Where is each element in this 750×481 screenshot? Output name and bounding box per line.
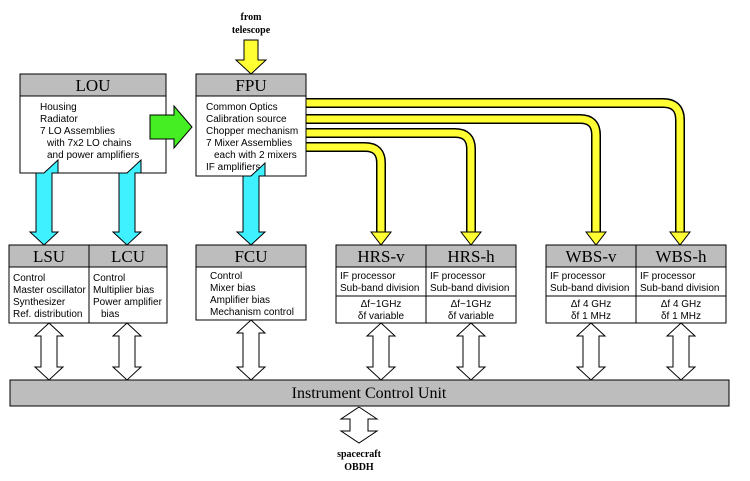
telescope-label-line1: from	[241, 12, 263, 23]
lou-line: Radiator	[40, 114, 78, 125]
wbs-h-icu-link-arrow	[665, 322, 697, 381]
hrs-v-spec: δf variable	[358, 311, 405, 322]
lcu-line: bias	[101, 309, 119, 320]
fcu-title: FCU	[234, 247, 267, 266]
hrs-v-line: IF processor	[340, 271, 396, 282]
fcu-block: FCU Control Mixer bias Amplifier bias Me…	[195, 244, 307, 321]
fpu-title: FPU	[235, 76, 266, 95]
if-pipe-head-hrs-v	[369, 231, 393, 246]
control-links	[28, 158, 267, 246]
hrs-v-block: HRS-v IF processor Sub-band division Δf~…	[335, 244, 427, 324]
hrs-h-spec: Δf~1GHz	[451, 299, 492, 310]
fpu-line: 7 Mixer Assemblies	[206, 138, 292, 149]
telescope-input: from telescope	[232, 12, 271, 75]
lou-line: Housing	[40, 102, 77, 113]
if-pipe-head-wbs-h	[668, 231, 692, 246]
hrs-v-line: Sub-band division	[340, 283, 420, 294]
fpu-line: Calibration source	[206, 114, 287, 125]
wbs-v-spec: δf 1 MHz	[571, 311, 611, 322]
wbs-h-line: IF processor	[640, 271, 696, 282]
wbs-h-line: Sub-band division	[640, 283, 720, 294]
hrs-h-icu-link-arrow	[455, 322, 487, 381]
fpu-header	[195, 73, 307, 97]
lsu-line: Ref. distribution	[13, 309, 82, 320]
icu-links	[33, 319, 697, 381]
lou-title: LOU	[76, 76, 111, 95]
fpu-block: FPU Common Optics Calibration source Cho…	[195, 73, 307, 177]
if-signal-pipes	[306, 98, 692, 246]
hrs-h-line: Sub-band division	[430, 283, 510, 294]
hrs-h-line: IF processor	[430, 271, 486, 282]
fcu-icu-link-arrow	[235, 319, 267, 381]
lou-line: 7 LO Assemblies	[40, 126, 115, 137]
lcu-icu-link-arrow	[111, 322, 143, 381]
wbs-v-line: IF processor	[550, 271, 606, 282]
lou-line: with 7x2 LO chains	[46, 138, 132, 149]
wbs-v-icu-link-arrow	[575, 322, 607, 381]
lsu-block: LSU Control Master oscillator Synthesize…	[8, 244, 90, 324]
fpu-line: IF amplifiers	[206, 162, 260, 173]
if-pipe-to-hrs-h-fill	[306, 129, 475, 234]
wbs-v-title: WBS-v	[566, 247, 618, 266]
lcu-lou-link-arrow	[111, 158, 143, 246]
lsu-title: LSU	[33, 247, 65, 266]
fpu-line: Chopper mechanism	[206, 126, 298, 137]
hrs-v-title: HRS-v	[357, 247, 405, 266]
fcu-line: Amplifier bias	[210, 295, 270, 306]
lsu-icu-link-arrow	[33, 322, 65, 381]
lcu-block: LCU Control Multiplier bias Power amplif…	[88, 244, 168, 324]
hrs-h-title: HRS-h	[447, 247, 495, 266]
fcu-line: Mixer bias	[210, 283, 256, 294]
lsu-line: Control	[13, 273, 45, 284]
spacecraft-link: spacecraft OBDH	[335, 406, 383, 473]
wbs-h-spec: Δf 4 GHz	[661, 299, 702, 310]
fcu-line: Control	[210, 271, 242, 282]
lsu-line: Synthesizer	[13, 297, 66, 308]
hrs-v-icu-link-arrow	[365, 322, 397, 381]
lcu-line: Control	[93, 273, 125, 284]
wbs-h-title: WBS-h	[656, 247, 708, 266]
telescope-label-line2: telescope	[232, 25, 271, 36]
if-pipe-to-wbs-v-fill	[306, 115, 600, 234]
lou-line: and power amplifiers	[47, 150, 139, 161]
lou-block: LOU Housing Radiator 7 LO Assemblies wit…	[19, 73, 167, 174]
hrs-v-spec: Δf~1GHz	[361, 299, 402, 310]
fcu-line: Mechanism control	[210, 307, 294, 318]
spacecraft-label-line2: OBDH	[344, 462, 374, 473]
hrs-h-spec: δf variable	[448, 311, 495, 322]
lsu-line: Master oscillator	[13, 285, 86, 296]
if-pipe-to-wbs-h-fill	[306, 99, 684, 234]
icu-block: Instrument Control Unit	[9, 379, 730, 407]
lo-signal-arrow	[149, 104, 193, 150]
if-pipe-to-hrs-v-fill	[306, 143, 385, 234]
hrs-h-header	[425, 244, 517, 268]
wbs-v-block: WBS-v IF processor Sub-band division Δf …	[545, 244, 637, 324]
wbs-h-header	[635, 244, 727, 268]
hrs-h-block: HRS-h IF processor Sub-band division Δf~…	[425, 244, 517, 324]
telescope-arrow	[234, 39, 268, 75]
lsu-lou-link-arrow	[28, 158, 60, 246]
spacecraft-label-line1: spacecraft	[337, 449, 382, 460]
if-pipe-to-hrs-v	[306, 142, 386, 234]
if-pipe-head-hrs-h	[459, 231, 483, 246]
lcu-line: Multiplier bias	[93, 285, 154, 296]
spacecraft-link-outline	[339, 406, 379, 444]
lcu-title: LCU	[111, 247, 145, 266]
wbs-h-block: WBS-h IF processor Sub-band division Δf …	[635, 244, 727, 324]
lcu-line: Power amplifier	[93, 297, 163, 308]
if-pipe-head-wbs-v	[584, 231, 608, 246]
wbs-v-line: Sub-band division	[550, 283, 630, 294]
lcu-header	[88, 244, 168, 268]
wbs-h-spec: δf 1 MHz	[661, 311, 701, 322]
lou-header	[19, 73, 167, 97]
wbs-v-spec: Δf 4 GHz	[571, 299, 612, 310]
icu-label: Instrument Control Unit	[292, 385, 447, 402]
fcu-header	[195, 244, 307, 268]
fpu-line: each with 2 mixers	[214, 150, 297, 161]
fcu-fpu-link-arrow	[235, 161, 267, 246]
fpu-line: Common Optics	[206, 102, 278, 113]
